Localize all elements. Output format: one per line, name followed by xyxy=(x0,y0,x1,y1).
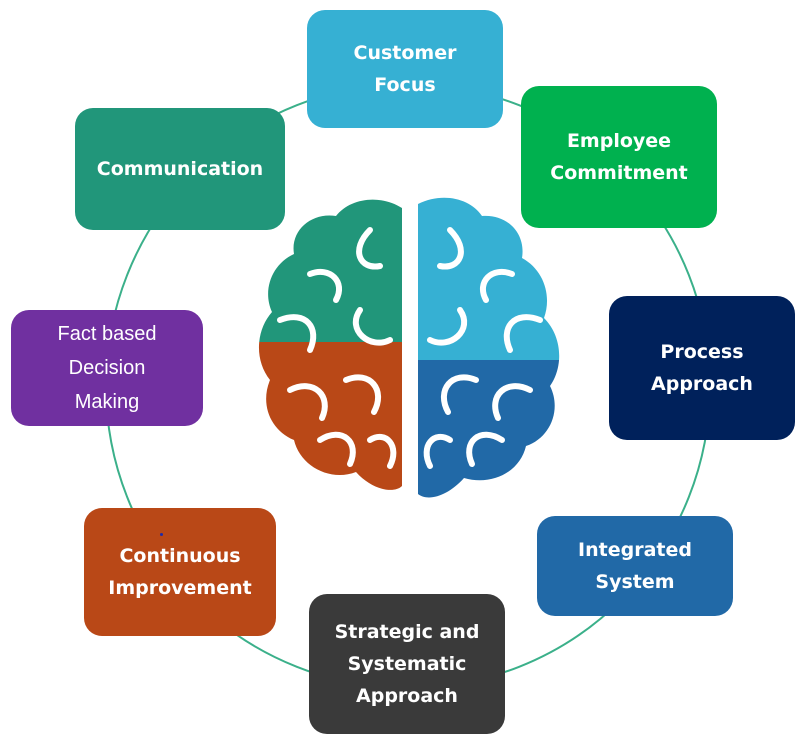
continuous-improvement-box: Continuous Improvement xyxy=(84,508,276,636)
integrated-system-line-2: System xyxy=(595,571,675,593)
continuous-improvement-line-1: Continuous xyxy=(119,545,241,567)
brain-icon xyxy=(258,197,560,498)
integrated-system-line-1: Integrated xyxy=(578,539,692,561)
communication-line-1: Communication xyxy=(96,158,264,180)
customer-focus-line-2: Focus xyxy=(374,74,436,96)
brain-folds xyxy=(277,227,543,469)
strategic-approach-line-1: Strategic and xyxy=(334,621,480,643)
fact-based-line-3: Making xyxy=(74,391,140,413)
employee-commitment-line-2: Commitment xyxy=(550,162,688,184)
process-approach-box: Process Approach xyxy=(609,296,795,440)
employee-commitment-box: Employee Commitment xyxy=(521,86,717,228)
fact-based-line-2: Decision xyxy=(68,357,146,379)
brain-right-bottom xyxy=(418,360,559,498)
stray-dot xyxy=(160,533,163,536)
continuous-improvement-line-2: Improvement xyxy=(108,577,252,599)
strategic-approach-line-2: Systematic xyxy=(347,653,467,675)
process-approach-line-1: Process xyxy=(660,341,744,363)
customer-focus-box: Customer Focus xyxy=(307,10,503,128)
strategic-approach-box: Strategic and Systematic Approach xyxy=(309,594,505,734)
process-approach-line-2: Approach xyxy=(651,373,753,395)
fact-based-line-1: Fact based xyxy=(57,323,157,345)
employee-commitment-line-1: Employee xyxy=(566,130,672,152)
strategic-approach-line-3: Approach xyxy=(356,685,458,707)
customer-focus-line-1: Customer xyxy=(353,42,457,64)
communication-box: Communication xyxy=(75,108,285,230)
fact-based-box: Fact based Decision Making xyxy=(11,310,203,426)
integrated-system-box: Integrated System xyxy=(537,516,733,616)
